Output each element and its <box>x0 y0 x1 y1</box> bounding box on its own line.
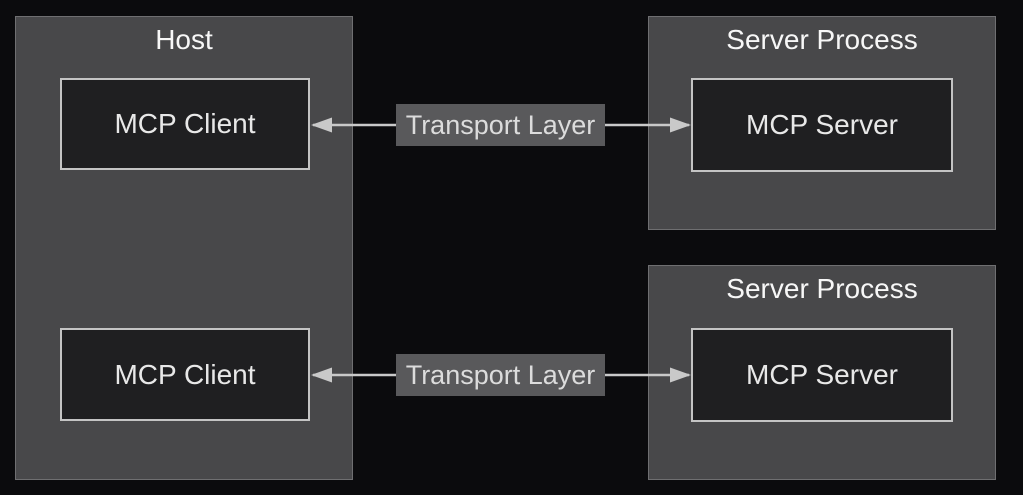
server-process-container-1: Server Process MCP Server <box>648 16 996 230</box>
transport-layer-label-1: Transport Layer <box>396 104 605 146</box>
host-title: Host <box>155 24 213 55</box>
mcp-server-node-2: MCP Server <box>691 328 953 422</box>
server-process-title: Server Process <box>726 273 918 304</box>
host-container: Host MCP Client MCP Client <box>15 16 353 480</box>
mcp-client-label: MCP Client <box>114 358 256 390</box>
mcp-client-label: MCP Client <box>114 108 256 139</box>
mcp-client-node-1: MCP Client <box>60 78 310 170</box>
mcp-server-node-1: MCP Server <box>691 78 953 172</box>
mcp-server-label: MCP Server <box>746 359 898 390</box>
server-process-container-2: Server Process MCP Server <box>648 265 996 480</box>
mcp-server-label: MCP Server <box>746 109 898 140</box>
transport-layer-label-2: Transport Layer <box>396 354 605 396</box>
mcp-client-node-2: MCP Client <box>60 328 310 421</box>
server-process-title: Server Process <box>726 24 918 55</box>
